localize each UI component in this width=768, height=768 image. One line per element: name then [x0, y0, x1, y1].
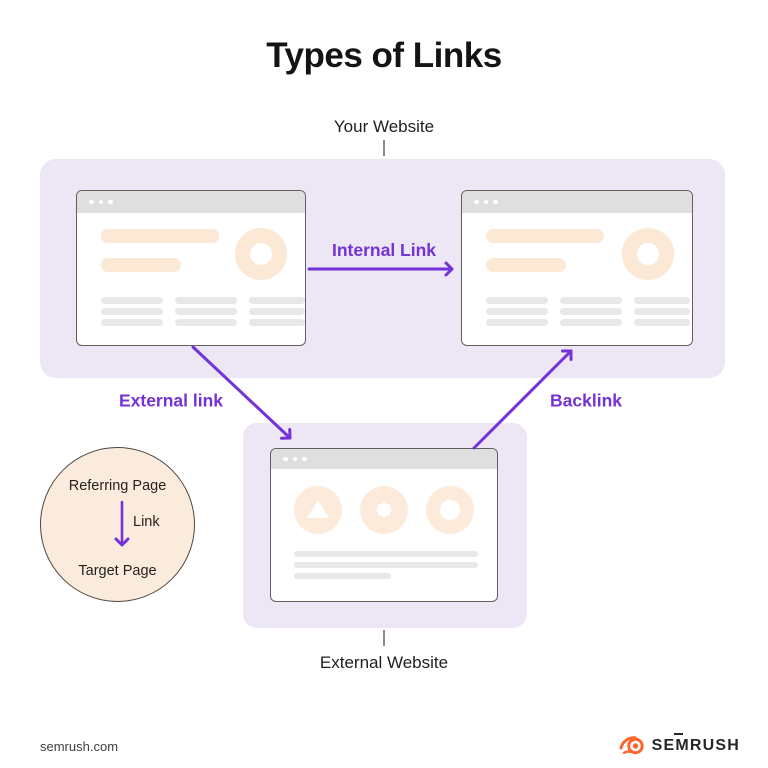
placeholder-heading [486, 229, 604, 243]
page-title: Types of Links [266, 36, 502, 75]
placeholder-text-line [249, 308, 305, 315]
browser-window-source-page [76, 190, 306, 346]
external-website-label: External Website [319, 653, 449, 672]
browser-titlebar [271, 449, 497, 469]
browser-window-external-site [270, 448, 498, 602]
browser-titlebar [77, 191, 305, 213]
placeholder-text-line [486, 297, 548, 304]
placeholder-subheading [101, 258, 181, 272]
legend-circle: Referring Page Link Target Page [40, 447, 195, 602]
placeholder-text-line [175, 297, 237, 304]
brand-wordmark: SEMRUSH [651, 737, 740, 754]
semrush-logo: SEMRUSH [618, 732, 740, 757]
window-dot-icon [283, 456, 288, 462]
backlink-label: Backlink [550, 390, 622, 411]
browser-titlebar [462, 191, 692, 213]
star-icon [375, 501, 393, 519]
placeholder-heading [101, 229, 219, 243]
internal-link-label: Internal Link [331, 240, 437, 260]
legend-target-page-label: Target Page [78, 563, 157, 579]
placeholder-text-line [634, 297, 690, 304]
placeholder-text-line [101, 319, 163, 326]
placeholder-text-line [249, 297, 305, 304]
placeholder-text-line [560, 297, 622, 304]
placeholder-text-line [486, 319, 548, 326]
placeholder-text-line [101, 308, 163, 315]
placeholder-text-line [101, 297, 163, 304]
placeholder-text-line [249, 319, 305, 326]
placeholder-subheading [486, 258, 566, 272]
placeholder-image-circle [622, 228, 674, 280]
placeholder-image-circle [235, 228, 287, 280]
window-dot-icon [493, 199, 498, 205]
placeholder-app-circle [426, 486, 474, 534]
your-website-label: Your Website [333, 117, 435, 136]
window-dot-icon [98, 199, 103, 205]
browser-window-target-page [461, 190, 693, 346]
brand-u-macron [673, 732, 683, 735]
placeholder-text-line [294, 562, 478, 568]
legend-referring-page-label: Referring Page [68, 478, 167, 494]
placeholder-text-line [634, 319, 690, 326]
placeholder-text-line [634, 308, 690, 315]
semrush-flame-icon [619, 736, 644, 755]
placeholder-text-line [175, 319, 237, 326]
placeholder-app-circle [294, 486, 342, 534]
legend-link-label: Link [133, 514, 160, 530]
placeholder-text-line [294, 573, 391, 579]
placeholder-text-line [294, 551, 478, 557]
placeholder-text-line [175, 308, 237, 315]
window-dot-icon [108, 199, 113, 205]
placeholder-text-line [560, 319, 622, 326]
placeholder-app-circle [360, 486, 408, 534]
circle-icon [440, 500, 460, 520]
placeholder-text-line [486, 308, 548, 315]
placeholder-text-line [560, 308, 622, 315]
window-dot-icon [302, 456, 307, 462]
external-link-label: External link [118, 390, 224, 411]
footer-site-url: semrush.com [40, 739, 119, 754]
triangle-icon [307, 500, 329, 518]
window-dot-icon [474, 199, 479, 205]
window-dot-icon [89, 199, 94, 205]
window-dot-icon [483, 199, 488, 205]
window-dot-icon [292, 456, 297, 462]
